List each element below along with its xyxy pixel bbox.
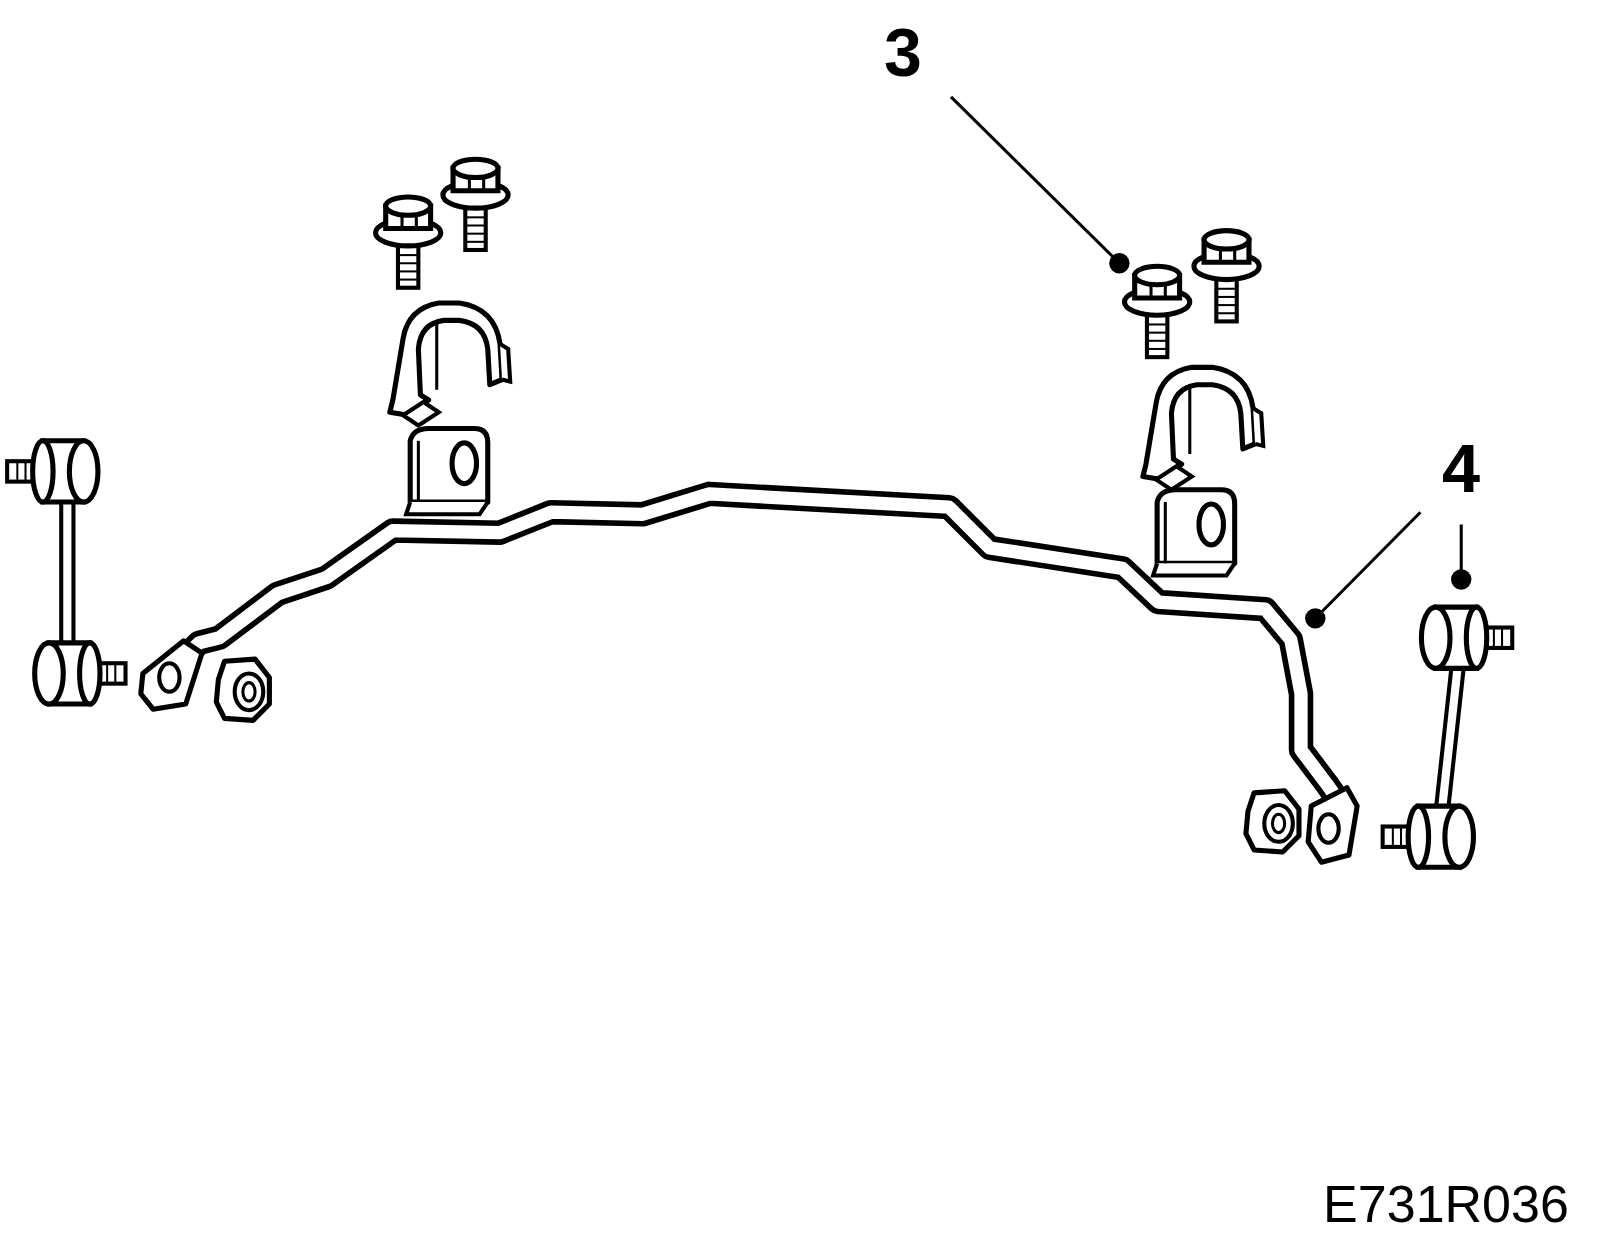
drawing-code: E731R036 bbox=[1323, 1178, 1569, 1230]
callout-number: 4 bbox=[1442, 434, 1480, 502]
callout-number: 3 bbox=[884, 18, 922, 86]
